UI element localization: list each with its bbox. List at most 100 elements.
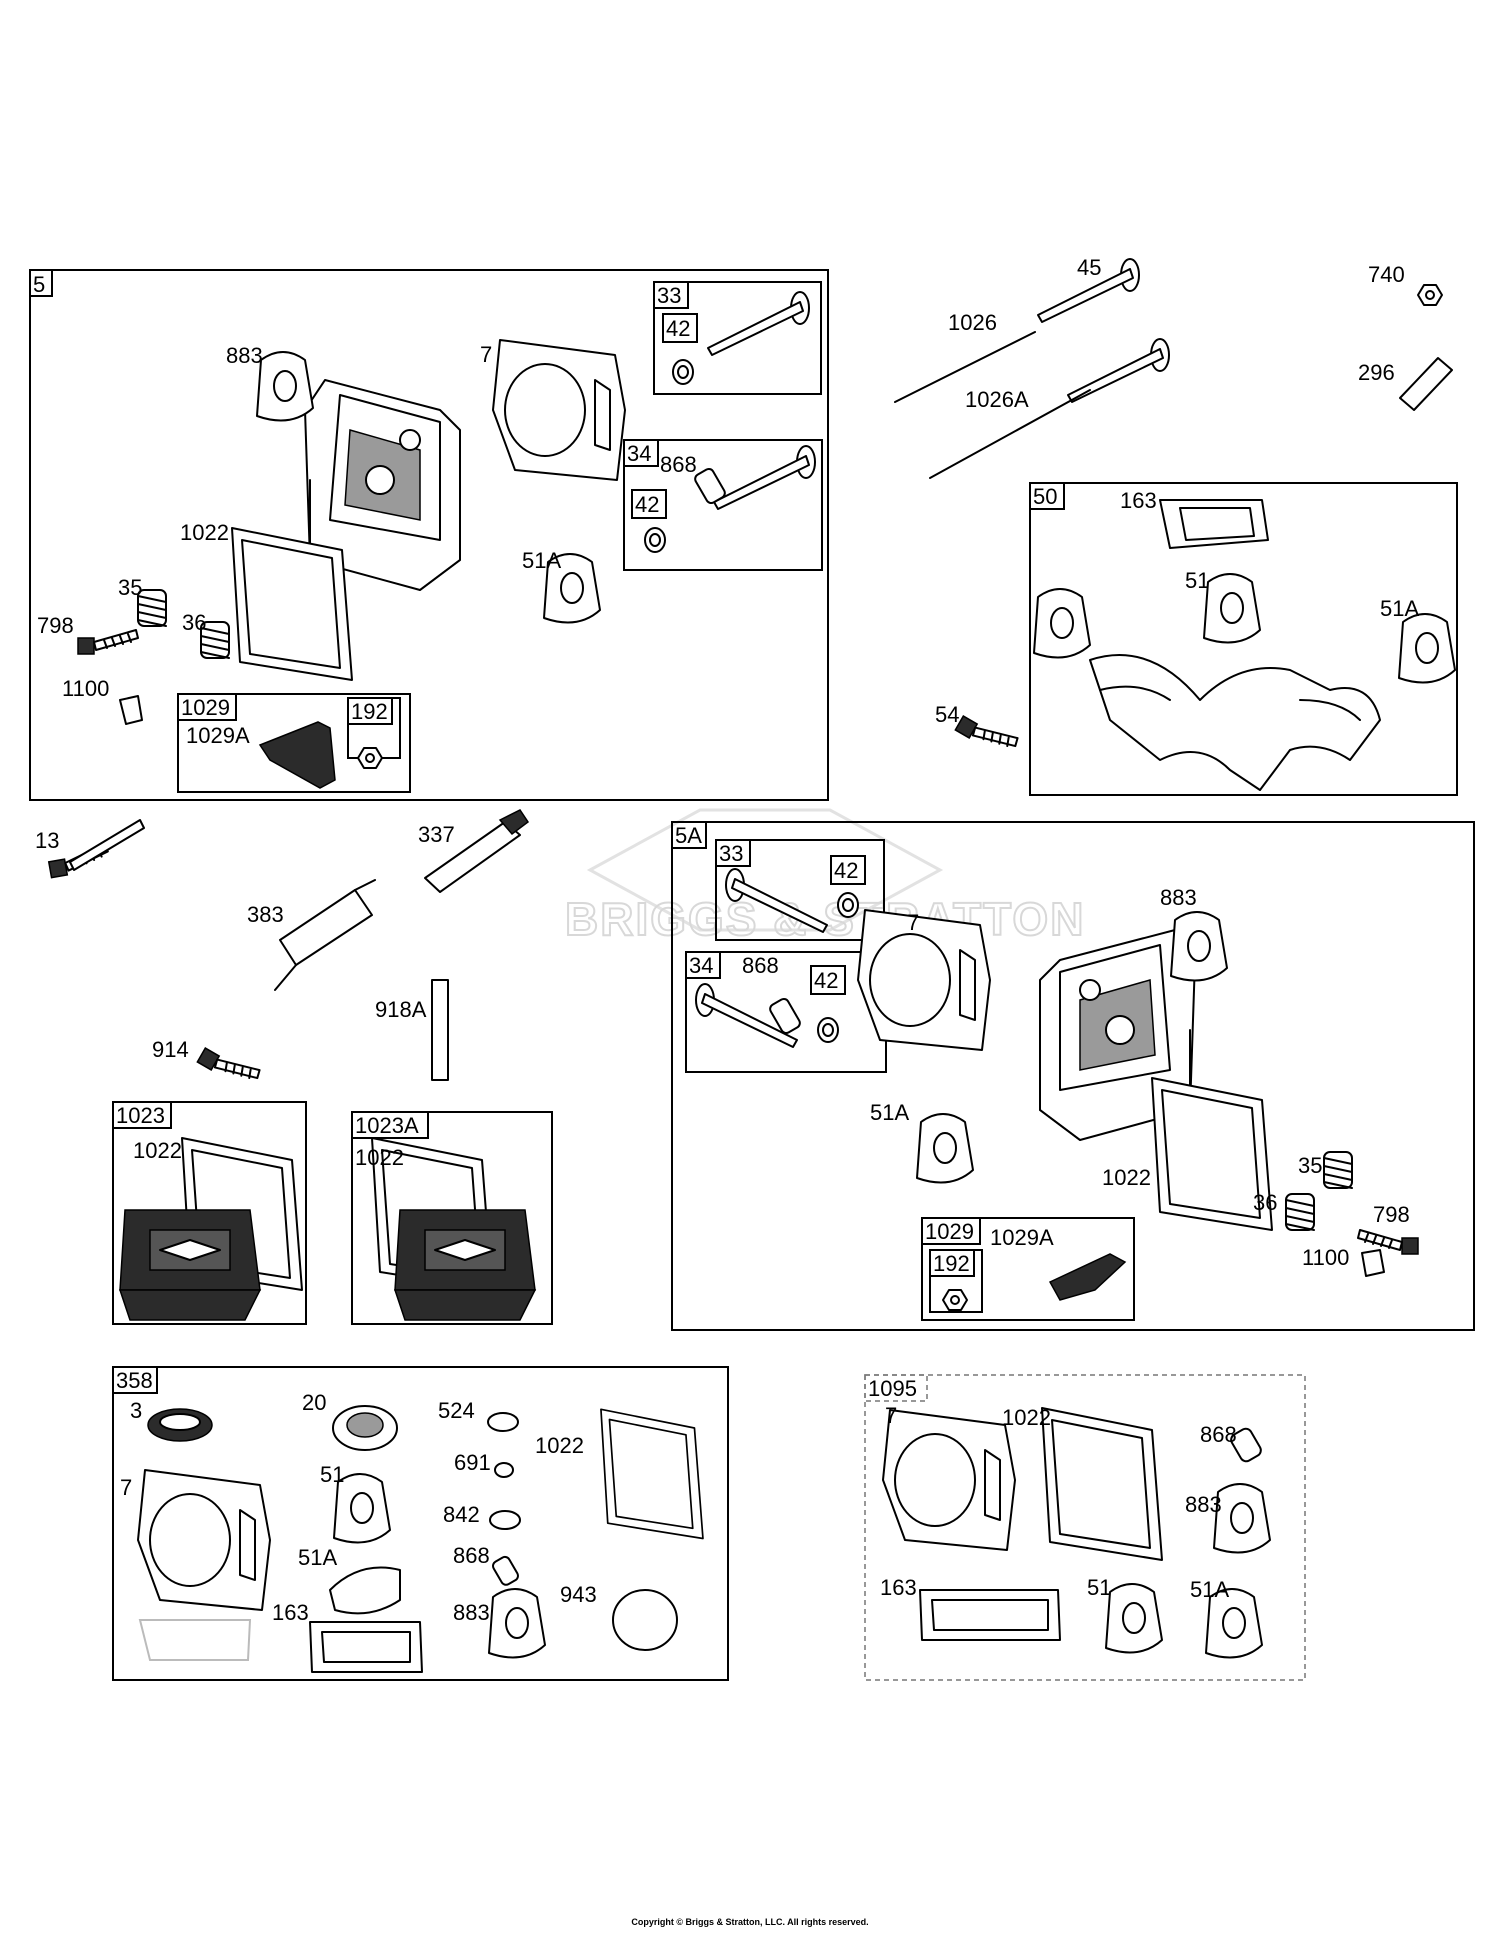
valve-seal xyxy=(672,359,694,385)
label-36-b: 36 xyxy=(1253,1190,1277,1215)
label-883-c: 883 xyxy=(453,1600,490,1625)
label-3: 3 xyxy=(130,1398,142,1423)
gasket-883-d xyxy=(1213,1483,1271,1554)
label-1026a: 1026A xyxy=(965,387,1029,412)
assembly-5: 5 33 42 34 42 1029 192 883 7 xyxy=(29,269,829,801)
bolt-54 xyxy=(954,708,1021,761)
label-1029a-b: 1029A xyxy=(990,1225,1054,1250)
label-883-b: 883 xyxy=(1160,885,1197,910)
label-7-d: 7 xyxy=(885,1403,897,1428)
valve-45b xyxy=(1067,338,1170,403)
box-tag-192-b: 192 xyxy=(933,1251,970,1276)
copyright-notice: Copyright © Briggs & Stratton, LLC. All … xyxy=(631,1917,869,1927)
head-gasket-7-c xyxy=(137,1469,271,1611)
label-524: 524 xyxy=(438,1398,475,1423)
valve-cover-1023 xyxy=(119,1209,261,1321)
box-tag-34: 34 xyxy=(627,441,651,466)
label-883-d: 883 xyxy=(1185,1492,1222,1517)
rocker-nut xyxy=(357,747,383,769)
box-tag-5: 5 xyxy=(33,272,45,297)
o-ring-943 xyxy=(612,1589,678,1651)
label-45: 45 xyxy=(1077,255,1101,280)
label-7-c: 7 xyxy=(120,1475,132,1500)
head-gasket-7-d xyxy=(882,1409,1016,1551)
label-1100: 1100 xyxy=(62,676,109,701)
label-1029a: 1029A xyxy=(186,723,250,748)
exhaust-manifold xyxy=(1089,654,1381,791)
gasket-883-c xyxy=(488,1588,546,1659)
rocker-nut-b xyxy=(942,1289,968,1311)
label-868-b: 868 xyxy=(742,953,779,978)
label-798: 798 xyxy=(37,613,74,638)
guide-plate-b xyxy=(1361,1249,1385,1277)
cover-gasket-1022-e xyxy=(600,1408,704,1540)
label-1022-b: 1022 xyxy=(133,1138,182,1163)
label-868-d: 868 xyxy=(1200,1422,1237,1447)
box-tag-1023a: 1023A xyxy=(355,1113,419,1138)
head-gasket-b xyxy=(857,909,991,1051)
label-943: 943 xyxy=(560,1582,597,1607)
label-13: 13 xyxy=(35,828,59,853)
watermark-text: BRIGGS & STRATTON xyxy=(565,893,1085,945)
label-691: 691 xyxy=(454,1450,491,1475)
bolt-914 xyxy=(196,1040,263,1093)
valve-seal-c xyxy=(837,892,859,918)
label-883: 883 xyxy=(226,343,263,368)
label-914: 914 xyxy=(152,1037,189,1062)
tube-918a xyxy=(431,979,449,1081)
valve-seal-d xyxy=(817,1017,839,1043)
misc-group: 13 337 383 918A 914 xyxy=(35,809,530,1093)
watermark: BRIGGS & STRATTON xyxy=(564,808,1085,946)
label-51-e: 51 xyxy=(1087,1575,1111,1600)
label-51a-c: 51A xyxy=(870,1100,909,1125)
assembly-1023: 1023 1022 xyxy=(112,1101,307,1325)
label-383: 383 xyxy=(247,902,284,927)
box-tag-5a: 5A xyxy=(675,823,702,848)
intake-gasket xyxy=(256,351,314,422)
box-tag-358: 358 xyxy=(116,1368,153,1393)
intake-valve xyxy=(713,445,816,510)
spark-plug-337 xyxy=(424,821,521,893)
head-gasket xyxy=(492,339,626,481)
box-tag-34-b: 34 xyxy=(689,953,713,978)
label-163-b: 163 xyxy=(272,1600,309,1625)
label-1022-f: 1022 xyxy=(1002,1405,1051,1430)
box-tag-192: 192 xyxy=(351,699,388,724)
label-7-b: 7 xyxy=(907,910,919,935)
label-296: 296 xyxy=(1358,360,1395,385)
gasket-51 xyxy=(1203,573,1261,644)
kit-1095: 1095 7 1022 868 883 163 51 51A xyxy=(864,1374,1306,1681)
box-tag-1023: 1023 xyxy=(116,1103,165,1128)
label-1022: 1022 xyxy=(180,520,229,545)
guide-868-d xyxy=(1230,1427,1262,1463)
label-35: 35 xyxy=(118,575,142,600)
label-1100-b: 1100 xyxy=(1302,1245,1349,1270)
box-tag-33-b: 33 xyxy=(719,841,743,866)
exhaust-gasket-b xyxy=(916,1113,974,1184)
label-1022-d: 1022 xyxy=(1102,1165,1151,1190)
gasket-51a-left xyxy=(1033,588,1091,659)
rocker-stud-b xyxy=(1357,1229,1419,1255)
label-1026: 1026 xyxy=(948,310,997,335)
valve-guide xyxy=(694,467,726,505)
assembly-50: 50 163 51 51A 54 xyxy=(935,482,1458,796)
guide-868 xyxy=(492,1555,519,1586)
gasket-51a-right xyxy=(1398,613,1456,684)
cover-gasket xyxy=(231,527,353,681)
box-tag-1095: 1095 xyxy=(868,1376,917,1401)
cover-gasket-1022-f xyxy=(1041,1407,1163,1561)
box-tag-42-c: 42 xyxy=(834,858,858,883)
guide-plate xyxy=(119,695,143,725)
gasket-163-c xyxy=(919,1589,1061,1641)
label-1022-e: 1022 xyxy=(535,1433,584,1458)
assembly-5a: 5A 33 42 34 42 1029 192 7 883 xyxy=(671,821,1475,1331)
label-51a: 51A xyxy=(522,548,561,573)
pushrods-group: 45 740 1026 296 1026A xyxy=(894,255,1453,479)
label-51a-d: 51A xyxy=(298,1545,337,1570)
label-918a: 918A xyxy=(375,997,427,1022)
label-842: 842 xyxy=(443,1502,480,1527)
box-tag-1029: 1029 xyxy=(181,695,230,720)
seal-691 xyxy=(494,1462,514,1478)
box-tag-42-d: 42 xyxy=(814,968,838,993)
